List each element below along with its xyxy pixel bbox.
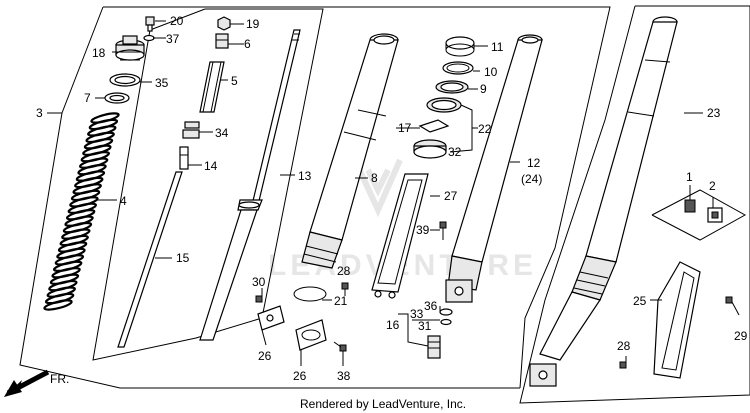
- outer-tube-23: [529, 16, 678, 387]
- part-label-26-left: 26: [258, 349, 272, 363]
- leader-lines: [47, 20, 740, 366]
- clip-group-box: [651, 189, 747, 241]
- part-label-27: 27: [444, 189, 458, 203]
- part-label-2: 2: [709, 179, 716, 193]
- part-label-5: 5: [231, 74, 238, 88]
- washer-7: [104, 92, 130, 104]
- spring-collar-5: [199, 61, 225, 113]
- part-label-28-lower: 28: [617, 339, 631, 353]
- bolt-20: [145, 16, 155, 32]
- part-label-28-upper: 28: [337, 264, 351, 278]
- part-label-17: 17: [398, 121, 412, 135]
- guard-clamp-26-left: [257, 305, 285, 331]
- watermark-logo: [352, 158, 403, 218]
- assembly-outline-right: [195, 6, 611, 389]
- part-label-24: (24): [521, 172, 542, 186]
- part-label-3: 3: [36, 106, 43, 120]
- seal-11: [445, 36, 475, 57]
- washer-37: [143, 34, 155, 42]
- drain-bolt-31: [427, 335, 441, 359]
- footer-credit: Rendered by LeadVenture, Inc.: [300, 397, 466, 411]
- damper-rod-13: [199, 29, 301, 341]
- collar-14: [179, 146, 189, 170]
- part-label-29: 29: [734, 329, 748, 343]
- fork-cap-bolt: [115, 35, 145, 61]
- part-label-7: 7: [84, 91, 91, 105]
- part-label-32: 32: [448, 145, 462, 159]
- oring-33: [440, 318, 452, 326]
- part-label-6: 6: [244, 37, 251, 51]
- bolt-39: [439, 221, 447, 240]
- part-label-34: 34: [215, 126, 229, 140]
- part-label-8: 8: [371, 171, 378, 185]
- part-label-38: 38: [337, 369, 351, 383]
- bolt-28-lower: [619, 361, 627, 369]
- assembly-outline: [19, 6, 520, 389]
- washer-36: [439, 308, 453, 316]
- clip-21: [293, 286, 327, 302]
- part-label-19: 19: [246, 17, 260, 31]
- clip-1: [684, 199, 696, 213]
- nut-19: [217, 16, 231, 31]
- back-up-ring: [426, 97, 462, 113]
- nut-6: [215, 33, 229, 49]
- bushing-32: [413, 139, 447, 159]
- part-label-23: 23: [707, 106, 721, 120]
- push-rod-15: [117, 171, 183, 348]
- part-label-33: 33: [410, 307, 424, 321]
- part-label-9: 9: [480, 82, 487, 96]
- part-label-26-right: 26: [293, 369, 307, 383]
- fork-guard-25: [653, 261, 701, 379]
- part-label-11: 11: [491, 40, 504, 54]
- bolt-38: [333, 341, 347, 352]
- part-label-1: 1: [686, 170, 693, 184]
- part-label-15: 15: [176, 251, 190, 265]
- part-label-13: 13: [298, 169, 312, 183]
- clip-10: [442, 61, 474, 75]
- clip-2: [707, 207, 723, 223]
- bolt-29: [725, 296, 733, 304]
- bolt-30: [255, 295, 263, 303]
- part-label-10: 10: [484, 65, 498, 79]
- part-label-37: 37: [166, 32, 180, 46]
- slide-bushing-17: [418, 119, 450, 133]
- spring-coil: [43, 299, 73, 311]
- oil-seal-9: [435, 80, 469, 94]
- part-label-21: 21: [334, 294, 348, 308]
- part-label-35: 35: [155, 76, 169, 90]
- part-label-18: 18: [92, 46, 106, 60]
- part-label-39: 39: [416, 223, 430, 237]
- part-label-30: 30: [252, 275, 266, 289]
- part-label-12: 12: [527, 156, 541, 170]
- part-label-4: 4: [120, 194, 127, 208]
- part-label-22: 22: [478, 122, 492, 136]
- front-direction-arrow: [4, 369, 50, 397]
- guard-clamp-26-right: [295, 319, 327, 351]
- oring-35: [109, 73, 141, 87]
- part-label-36: 36: [424, 299, 438, 313]
- outer-tube-group-box: [519, 5, 750, 404]
- part-label-31: 31: [418, 319, 432, 333]
- fork-spring: [43, 112, 120, 311]
- part-label-16: 16: [386, 318, 400, 332]
- part-label-25: 25: [633, 294, 647, 308]
- bolt-28-upper: [341, 282, 349, 296]
- inner-tube: [301, 33, 399, 269]
- outer-tube: [445, 34, 543, 303]
- direction-label: FR.: [50, 372, 69, 386]
- bushing-34: [182, 121, 200, 139]
- fork-guard: [371, 173, 429, 299]
- part-label-20: 20: [170, 14, 184, 28]
- part-label-14: 14: [204, 159, 218, 173]
